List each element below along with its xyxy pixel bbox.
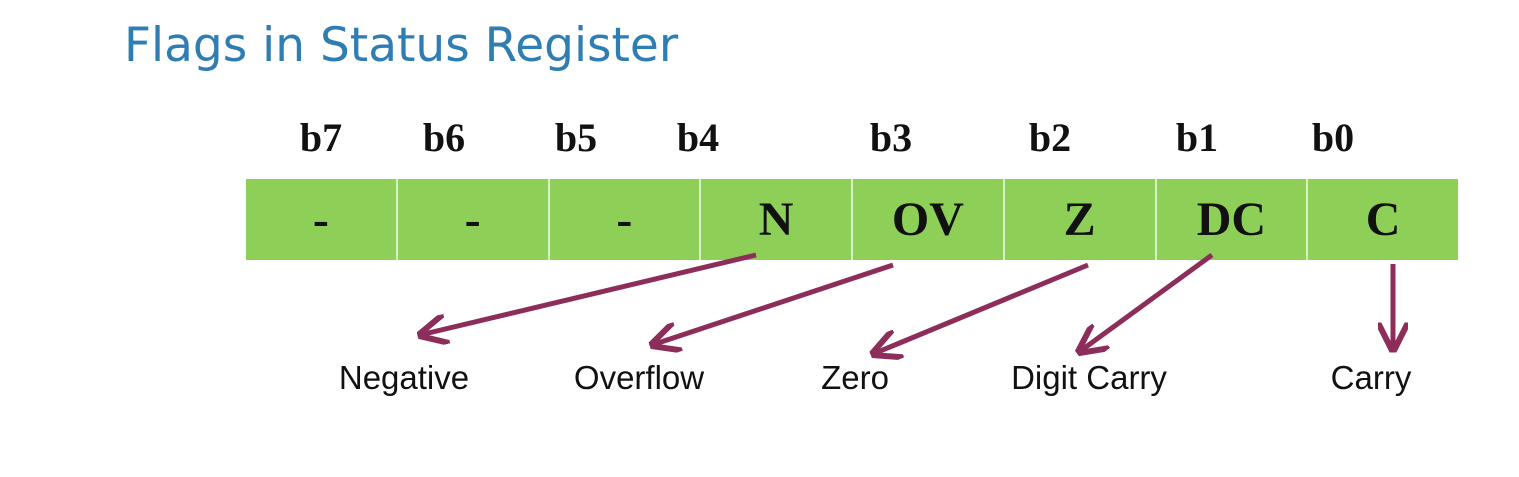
bit-label-b7: b7 — [299, 115, 343, 160]
register-cell-b6: - — [398, 179, 550, 260]
flag-name-carry: Carry — [1330, 359, 1412, 396]
flag-name-negative: Negative — [338, 359, 470, 396]
arrow-digit-carry — [1079, 252, 1214, 352]
page-title: Flags in Status Register — [124, 18, 679, 73]
arrow-negative — [420, 252, 757, 335]
bit-label-b5: b5 — [554, 115, 598, 160]
bit-label-b6: b6 — [422, 115, 466, 160]
bit-label-b3: b3 — [869, 115, 913, 160]
bit-label-b2: b2 — [1028, 115, 1072, 160]
flag-name-zero: Zero — [821, 359, 889, 396]
status-register: - - - N OV Z DC C — [246, 179, 1458, 260]
flag-name-overflow: Overflow — [573, 359, 705, 396]
register-cell-b4: N — [701, 179, 853, 260]
register-cell-b5: - — [550, 179, 702, 260]
register-cell-b3: OV — [853, 179, 1005, 260]
flag-name-digit-carry: Digit Carry — [1011, 359, 1167, 396]
bit-position-labels: b7 b6 b5 b4 b3 b2 b1 b0 — [0, 118, 1519, 168]
register-cell-b7: - — [246, 179, 398, 260]
bit-label-b0: b0 — [1311, 115, 1355, 160]
register-cell-b2: Z — [1005, 179, 1157, 260]
arrow-overflow — [652, 262, 894, 345]
register-cell-b1: DC — [1157, 179, 1309, 260]
bit-label-b4: b4 — [676, 115, 720, 160]
arrow-zero — [873, 262, 1089, 354]
register-cell-b0: C — [1365, 193, 1401, 246]
bit-label-b1: b1 — [1175, 115, 1219, 160]
